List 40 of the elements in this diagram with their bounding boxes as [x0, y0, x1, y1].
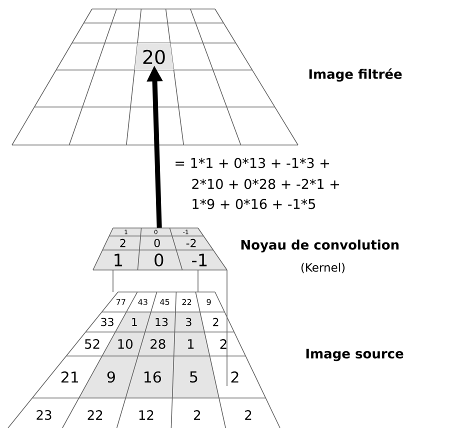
pixel-value: 77 — [116, 299, 126, 305]
pixel-value: 3 — [186, 318, 192, 326]
pixel-value: 23 — [36, 410, 52, 420]
pixel-value: 9 — [107, 371, 115, 383]
pixel-value: 21 — [61, 371, 78, 383]
pixel-value: 1 — [188, 339, 194, 349]
pixel-value: 2 — [220, 339, 226, 349]
pixel-value: 2 — [245, 410, 252, 420]
equation-line: 2*10 + 0*28 + -2*1 + — [192, 178, 339, 190]
output-pixel: 20 — [134, 43, 174, 70]
pixel-value: 33 — [101, 318, 114, 326]
pixel-value: 9 — [206, 298, 211, 306]
equation-line: = 1*1 + 0*13 + -1*3 + — [176, 158, 329, 168]
kernel-grid — [92, 228, 228, 270]
pixel-value: 5 — [190, 371, 198, 383]
kernel-value: 0 — [154, 238, 160, 248]
pixel-value: 2 — [194, 410, 200, 420]
kernel-value: 0 — [154, 254, 164, 266]
pixel-value: 22 — [88, 410, 102, 420]
kernel-value: -1 — [192, 254, 207, 266]
grid-title: Image filtrée — [309, 68, 402, 82]
pixel-value: 16 — [144, 371, 161, 383]
pixel-value: 2 — [213, 318, 218, 326]
pixel-value: 28 — [150, 339, 166, 349]
pixel-value: 2 — [231, 371, 238, 383]
pixel-value: 43 — [138, 298, 148, 306]
pixel-value: 1 — [132, 318, 137, 326]
pixel-value: 13 — [156, 318, 168, 326]
kernel-value: 1 — [114, 254, 122, 266]
pixel-value: 52 — [85, 339, 100, 349]
kernel-value: -2 — [186, 238, 196, 248]
pixel-value: 12 — [139, 410, 154, 420]
equation-line: 1*9 + 0*16 + -1*5 — [192, 198, 316, 210]
grid-title: Noyau de convolution — [241, 240, 399, 252]
grid-title: Image source — [306, 348, 404, 362]
pixel-value: 10 — [118, 339, 132, 349]
kernel-value: 2 — [120, 238, 126, 248]
pixel-value: 22 — [182, 299, 192, 305]
grid-subtitle: (Kernel) — [301, 262, 345, 274]
pixel-value: 45 — [160, 299, 170, 305]
